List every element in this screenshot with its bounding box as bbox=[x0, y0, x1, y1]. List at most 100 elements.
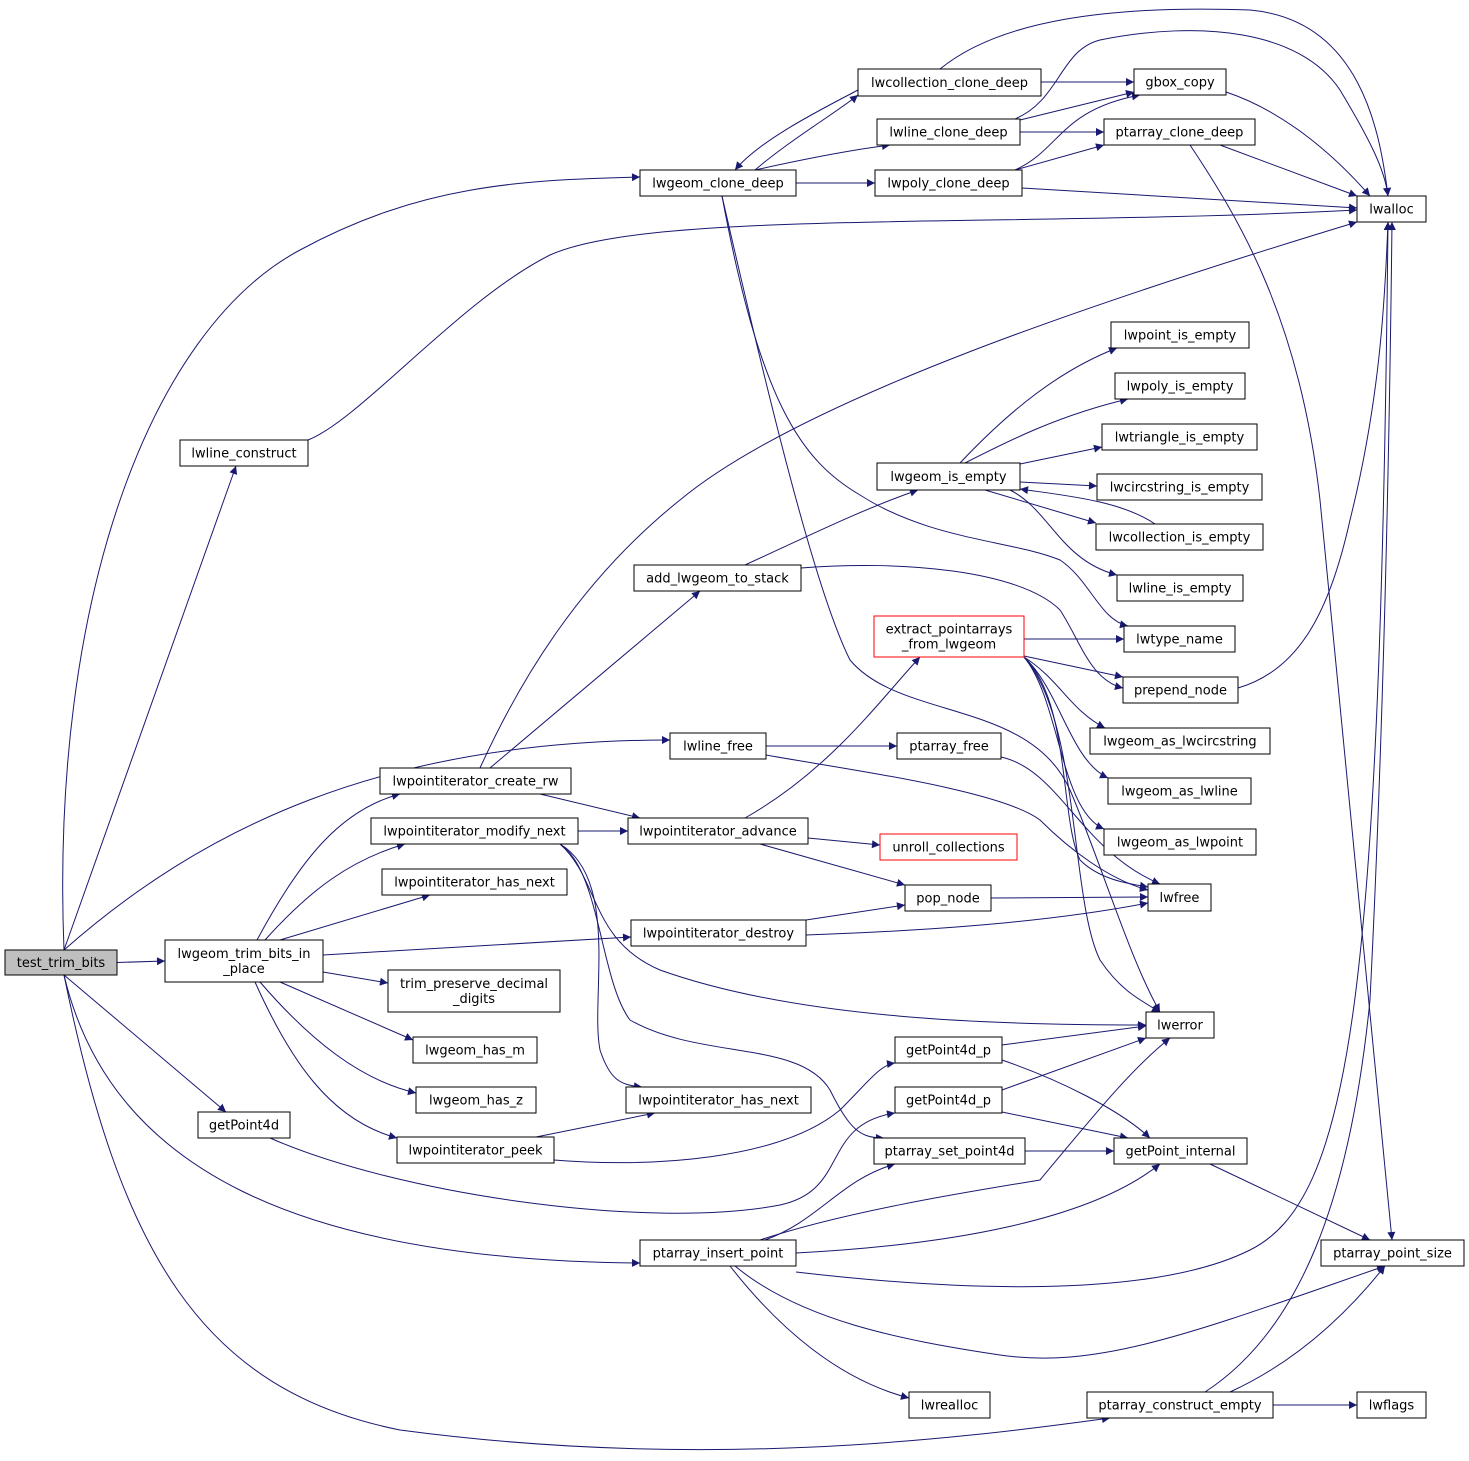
node-label: lwgeom_is_empty bbox=[890, 470, 1007, 485]
node-trim_preserve_decimal_digits[interactable]: trim_preserve_decimal_digits bbox=[387, 969, 561, 1013]
node-label: ptarray_point_size bbox=[1333, 1247, 1452, 1262]
node-lwgeom_trim_bits_in_place[interactable]: lwgeom_trim_bits_in_place bbox=[164, 939, 324, 983]
node-box bbox=[1103, 118, 1256, 146]
node-lwgeom_as_lwline[interactable]: lwgeom_as_lwline bbox=[1107, 777, 1252, 805]
edge-extract_pointarrays_from_lwgeom-to-lwfree bbox=[1023, 656, 1149, 890]
node-label: lwpointiterator_peek bbox=[408, 1144, 543, 1159]
node-box bbox=[1145, 1011, 1215, 1039]
edge-test_trim_bits-to-ptarray_insert_point bbox=[63, 974, 641, 1267]
node-ptarray_clone_deep[interactable]: ptarray_clone_deep bbox=[1103, 118, 1256, 146]
node-lwgeom_as_lwcircstring[interactable]: lwgeom_as_lwcircstring bbox=[1089, 727, 1271, 755]
edge-lwgeom_is_empty-to-lwpoint_is_empty bbox=[959, 347, 1118, 464]
node-lwcollection_clone_deep[interactable]: lwcollection_clone_deep bbox=[857, 68, 1042, 97]
node-label: lwpointiterator_advance bbox=[639, 825, 797, 840]
node-lwline_free[interactable]: lwline_free bbox=[669, 732, 767, 760]
edge-lwpointiterator_modify_next-to-lwerror bbox=[559, 843, 1147, 1029]
edge-getPoint4d_p_b-to-getPoint_internal bbox=[1001, 1111, 1129, 1141]
edge-lwgeom_clone_deep-to-lwcollection_clone_deep bbox=[754, 94, 859, 171]
node-getPoint4d[interactable]: getPoint4d bbox=[197, 1111, 291, 1139]
node-lwpoly_clone_deep[interactable]: lwpoly_clone_deep bbox=[874, 169, 1023, 197]
node-box bbox=[876, 462, 1021, 491]
node-ptarray_set_point4d[interactable]: ptarray_set_point4d bbox=[873, 1137, 1026, 1165]
node-label: lwpoint_is_empty bbox=[1124, 329, 1237, 344]
node-label: pop_node bbox=[916, 892, 979, 907]
node-ptarray_point_size[interactable]: ptarray_point_size bbox=[1320, 1239, 1465, 1267]
node-getPoint4d_p_a[interactable]: getPoint4d_p bbox=[894, 1036, 1003, 1064]
node-lwpoly_is_empty[interactable]: lwpoly_is_empty bbox=[1114, 372, 1246, 400]
node-box bbox=[1122, 676, 1239, 704]
node-box bbox=[873, 615, 1025, 658]
node-getPoint_internal[interactable]: getPoint_internal bbox=[1113, 1137, 1248, 1165]
node-label: lwerror bbox=[1157, 1019, 1203, 1034]
node-lwline_is_empty[interactable]: lwline_is_empty bbox=[1116, 574, 1244, 602]
node-box bbox=[1114, 372, 1246, 400]
node-lwgeom_as_lwpoint[interactable]: lwgeom_as_lwpoint bbox=[1103, 828, 1257, 856]
node-prepend_node[interactable]: prepend_node bbox=[1122, 676, 1239, 704]
edge-lwpoly_clone_deep-to-ptarray_clone_deep bbox=[1014, 143, 1105, 171]
edge-lwgeom_is_empty-to-lwline_is_empty bbox=[1009, 489, 1118, 577]
node-box bbox=[874, 169, 1023, 197]
node-unroll_collections[interactable]: unroll_collections bbox=[879, 833, 1018, 861]
node-lwrealloc[interactable]: lwrealloc bbox=[908, 1391, 991, 1419]
node-label: ptarray_clone_deep bbox=[1116, 126, 1244, 141]
edge-lwpointiterator_peek-to-getPoint4d_p_a bbox=[553, 1060, 896, 1164]
node-box bbox=[197, 1111, 291, 1139]
node-box bbox=[669, 732, 767, 760]
node-lwcollection_is_empty[interactable]: lwcollection_is_empty bbox=[1095, 523, 1264, 551]
node-lwflags[interactable]: lwflags bbox=[1356, 1391, 1427, 1419]
node-box bbox=[873, 1137, 1026, 1165]
node-lwfree[interactable]: lwfree bbox=[1147, 883, 1212, 912]
node-ptarray_free[interactable]: ptarray_free bbox=[896, 732, 1002, 760]
edge-lwpointiterator_destroy-to-lwfree bbox=[805, 900, 1149, 936]
node-lwpointiterator_has_next_b[interactable]: lwpointiterator_has_next bbox=[625, 1086, 812, 1114]
node-box bbox=[1356, 195, 1427, 223]
edge-lwcollection_clone_deep-to-lwalloc bbox=[939, 8, 1392, 197]
node-lwpointiterator_modify_next[interactable]: lwpointiterator_modify_next bbox=[370, 817, 579, 845]
node-lwgeom_has_z[interactable]: lwgeom_has_z bbox=[415, 1086, 537, 1114]
edge-lwline_construct-to-lwalloc bbox=[307, 206, 1358, 441]
node-label: lwline_is_empty bbox=[1129, 582, 1232, 597]
node-lwcircstring_is_empty[interactable]: lwcircstring_is_empty bbox=[1096, 473, 1263, 501]
edge-ptarray_insert_point-to-lwalloc bbox=[795, 221, 1392, 1288]
node-add_lwgeom_to_stack[interactable]: add_lwgeom_to_stack bbox=[633, 564, 802, 592]
node-label: _place bbox=[222, 962, 264, 977]
node-label: lwrealloc bbox=[921, 1399, 979, 1414]
node-extract_pointarrays_from_lwgeom[interactable]: extract_pointarrays_from_lwgeom bbox=[873, 615, 1025, 658]
node-lwalloc[interactable]: lwalloc bbox=[1356, 195, 1427, 223]
node-lwtriangle_is_empty[interactable]: lwtriangle_is_empty bbox=[1101, 423, 1258, 451]
node-box bbox=[639, 1239, 797, 1267]
edge-lwline_clone_deep-to-gbox_copy bbox=[1019, 90, 1135, 121]
node-box bbox=[857, 68, 1042, 97]
node-lwline_construct[interactable]: lwline_construct bbox=[179, 439, 309, 467]
node-lwpointiterator_create_rw[interactable]: lwpointiterator_create_rw bbox=[379, 767, 572, 795]
edge-lwline_clone_deep-to-lwalloc bbox=[1014, 30, 1392, 197]
edge-lwpoly_clone_deep-to-lwalloc bbox=[1021, 187, 1358, 212]
node-gbox_copy[interactable]: gbox_copy bbox=[1133, 68, 1227, 96]
node-lwpointiterator_has_next_a[interactable]: lwpointiterator_has_next bbox=[381, 868, 568, 896]
node-lwpointiterator_peek[interactable]: lwpointiterator_peek bbox=[396, 1136, 555, 1164]
node-box bbox=[627, 817, 809, 845]
edge-lwgeom_trim_bits_in_place-to-lwpointiterator_destroy bbox=[322, 933, 632, 956]
edge-add_lwgeom_to_stack-to-prepend_node bbox=[800, 564, 1124, 690]
edge-lwpointiterator_modify_next-to-ptarray_set_point4d bbox=[559, 843, 885, 1142]
node-lwgeom_clone_deep[interactable]: lwgeom_clone_deep bbox=[639, 169, 797, 197]
node-lwpointiterator_advance[interactable]: lwpointiterator_advance bbox=[627, 817, 809, 845]
node-ptarray_construct_empty[interactable]: ptarray_construct_empty bbox=[1086, 1391, 1274, 1419]
node-box bbox=[633, 564, 802, 592]
node-label: lwgeom_as_lwcircstring bbox=[1103, 735, 1256, 750]
node-lwgeom_is_empty[interactable]: lwgeom_is_empty bbox=[876, 462, 1021, 491]
node-lwline_clone_deep[interactable]: lwline_clone_deep bbox=[876, 118, 1021, 146]
node-lwtype_name[interactable]: lwtype_name bbox=[1123, 625, 1236, 653]
node-lwerror[interactable]: lwerror bbox=[1145, 1011, 1215, 1039]
edge-lwpointiterator_create_rw-to-lwpointiterator_advance bbox=[539, 793, 641, 821]
node-box bbox=[879, 833, 1018, 861]
node-lwpointiterator_destroy[interactable]: lwpointiterator_destroy bbox=[630, 919, 807, 947]
edge-lwgeom_trim_bits_in_place-to-lwgeom_has_m bbox=[279, 981, 414, 1041]
node-label: lwtriangle_is_empty bbox=[1115, 431, 1245, 446]
node-ptarray_insert_point[interactable]: ptarray_insert_point bbox=[639, 1239, 797, 1267]
node-pop_node[interactable]: pop_node bbox=[904, 884, 992, 912]
node-lwgeom_has_m[interactable]: lwgeom_has_m bbox=[412, 1036, 538, 1064]
node-getPoint4d_p_b[interactable]: getPoint4d_p bbox=[894, 1086, 1003, 1114]
node-lwpoint_is_empty[interactable]: lwpoint_is_empty bbox=[1110, 321, 1250, 349]
node-box bbox=[1095, 523, 1264, 551]
